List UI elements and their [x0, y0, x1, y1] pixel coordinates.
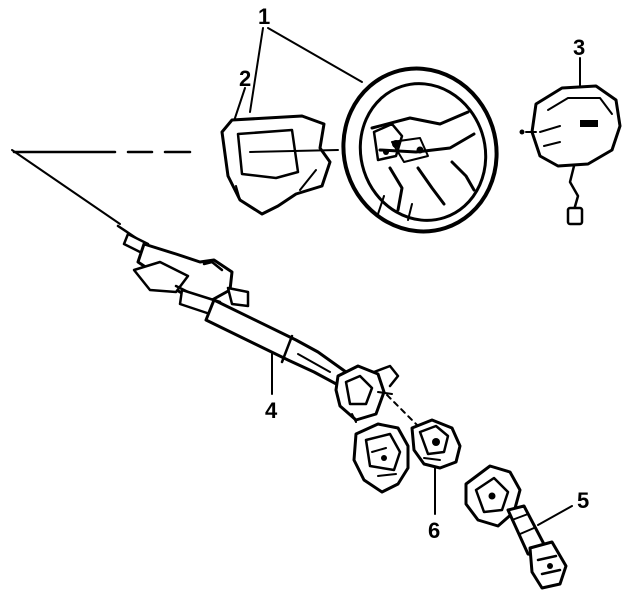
steering-wheel	[341, 66, 499, 234]
steering-column	[116, 224, 400, 423]
callout-3: 3	[573, 35, 585, 60]
callouts: 1 2 3 4 5 6	[239, 4, 589, 543]
wheel-cover-trim	[220, 114, 339, 216]
leader-lines	[11, 27, 581, 526]
callout-2: 2	[239, 66, 251, 91]
callout-1: 1	[258, 4, 270, 29]
airbag-module	[519, 84, 622, 226]
callout-4: 4	[265, 398, 278, 423]
column-switch-housing	[352, 422, 410, 494]
intermediate-shaft	[464, 464, 568, 590]
callout-6: 6	[428, 518, 440, 543]
callout-5: 5	[577, 488, 589, 513]
ignition-lock-housing	[410, 418, 462, 470]
